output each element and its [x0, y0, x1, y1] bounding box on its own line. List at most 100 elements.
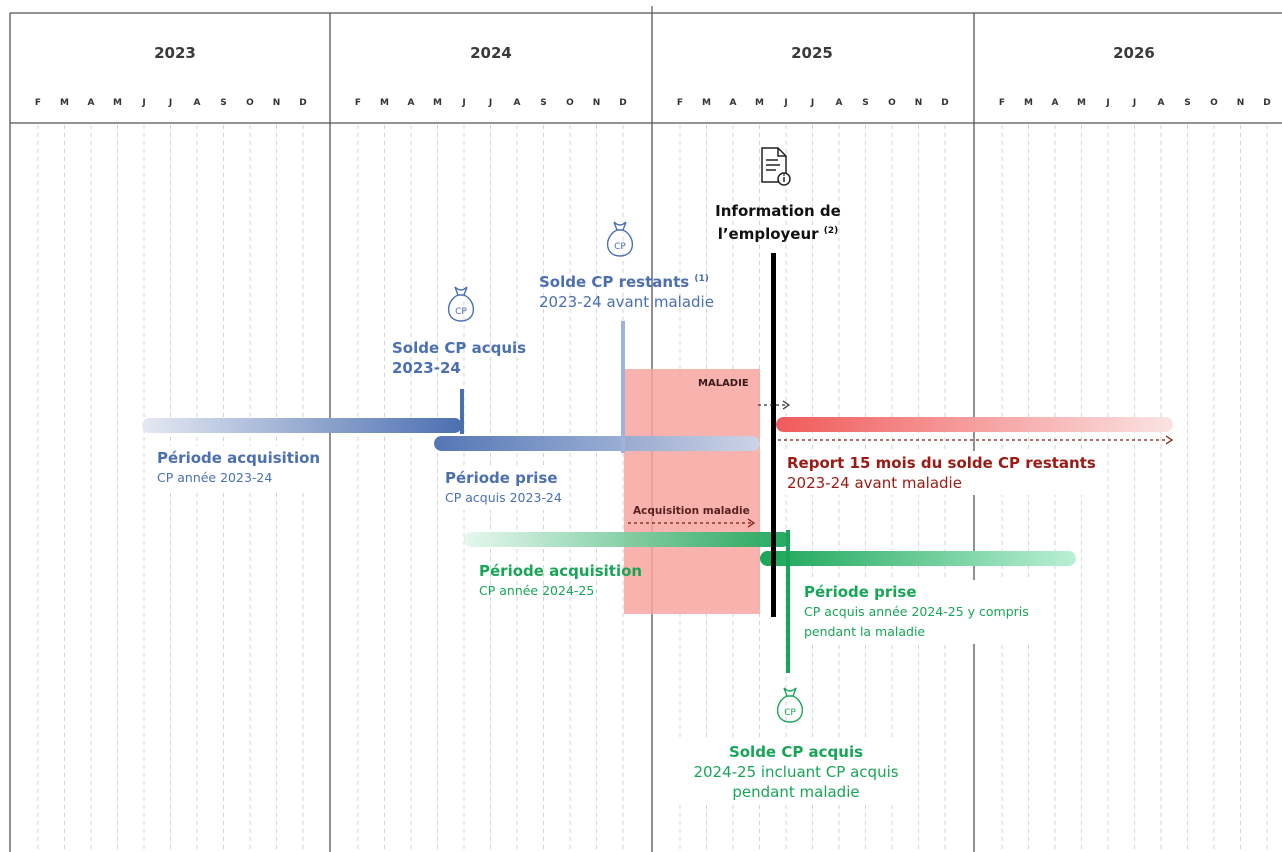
- cp-bag-icon: CP: [776, 687, 804, 723]
- title: Période acquisition: [157, 449, 321, 467]
- month-label: A: [193, 98, 201, 108]
- month-label: D: [619, 98, 627, 108]
- month-label: M: [702, 98, 711, 108]
- svg-text:CP: CP: [455, 307, 467, 317]
- subtitle: 2023-24 avant maladie: [787, 474, 962, 492]
- month-label: M: [755, 98, 764, 108]
- month-label: J: [462, 98, 466, 108]
- periode-prise-2023-24-bar: [434, 436, 760, 451]
- title: Solde CP acquis: [392, 339, 527, 357]
- month-label: J: [810, 98, 815, 108]
- month-label: A: [835, 98, 843, 108]
- title: Report 15 mois du solde CP restants: [787, 454, 1096, 472]
- subtitle: CP année 2023-24: [157, 470, 273, 485]
- year-2025: 2025: [791, 44, 833, 62]
- title: Solde CP acquis: [728, 743, 864, 761]
- month-label: N: [914, 98, 923, 108]
- month-label: O: [566, 98, 574, 108]
- month-label: J: [142, 98, 146, 108]
- month-label: M: [433, 98, 442, 108]
- svg-text:CP: CP: [614, 242, 626, 252]
- periode-prise-2024-25-label: Période prise CP acquis année 2024-25 y …: [798, 580, 1035, 644]
- month-label: A: [1157, 98, 1165, 108]
- info-line2: l’employeur: [717, 225, 819, 243]
- month-label: O: [1210, 98, 1218, 108]
- info-sup: (2): [823, 226, 839, 236]
- subtitle-line2: pendant la maladie: [804, 624, 926, 639]
- month-label: N: [1236, 98, 1245, 108]
- subtitle: 2023-24: [392, 359, 461, 377]
- cp-bag-icon: CP: [447, 286, 475, 322]
- marker-solde-restants: [621, 321, 625, 453]
- marker-information-employeur: [771, 253, 776, 617]
- title: Période prise: [445, 469, 558, 487]
- information-employeur-label: Information de l’employeur (2): [704, 201, 852, 244]
- subtitle-line2: pendant maladie: [732, 783, 860, 801]
- subtitle: CP année 2024-25: [479, 583, 595, 598]
- info-line1: Information de: [715, 202, 841, 220]
- month-label: N: [592, 98, 601, 108]
- month-label: M: [1077, 98, 1086, 108]
- title: Période prise: [804, 583, 917, 601]
- report-15-mois-label: Report 15 mois du solde CP restants 2023…: [781, 451, 1102, 495]
- title: Période acquisition: [479, 562, 643, 580]
- periode-acquisition-2023-24-bar: [142, 418, 462, 433]
- month-label: F: [998, 98, 1006, 108]
- month-label: S: [1184, 98, 1191, 108]
- month-label: O: [246, 98, 254, 108]
- acquisition-maladie-label: Acquisition maladie: [633, 505, 750, 517]
- month-label: J: [168, 98, 173, 108]
- year-2024: 2024: [470, 44, 512, 62]
- month-label: M: [1024, 98, 1033, 108]
- month-label: D: [299, 98, 307, 108]
- month-label: A: [1051, 98, 1059, 108]
- periode-acquisition-2023-24-label: Période acquisition CP année 2023-24: [151, 446, 327, 490]
- month-label: O: [888, 98, 896, 108]
- periode-prise-2024-25-bar: [760, 551, 1076, 566]
- maladie-period-block: [624, 369, 760, 614]
- month-label: N: [272, 98, 281, 108]
- month-label: J: [1132, 98, 1137, 108]
- month-label: M: [380, 98, 389, 108]
- month-label: J: [1106, 98, 1110, 108]
- svg-text:CP: CP: [784, 708, 796, 718]
- subtitle-line1: CP acquis année 2024-25 y compris: [804, 604, 1029, 619]
- month-label: J: [488, 98, 493, 108]
- subtitle-line1: 2024-25 incluant CP acquis: [693, 763, 899, 781]
- sup: (1): [694, 274, 709, 284]
- month-label: D: [941, 98, 949, 108]
- solde-cp-restants-label: Solde CP restants (1) 2023-24 avant mala…: [539, 269, 714, 312]
- month-label: F: [354, 98, 362, 108]
- month-label: S: [220, 98, 227, 108]
- month-label: F: [34, 98, 42, 108]
- month-label: A: [513, 98, 521, 108]
- year-2026: 2026: [1113, 44, 1155, 62]
- subtitle: 2023-24 avant maladie: [539, 293, 714, 311]
- solde-cp-acquis-2023-24-label: Solde CP acquis 2023-24: [392, 338, 526, 378]
- month-label: S: [540, 98, 547, 108]
- marker-solde-acquis-2024-25: [786, 530, 790, 673]
- month-label: A: [407, 98, 415, 108]
- month-label: J: [784, 98, 788, 108]
- periode-acquisition-2024-25-bar: [464, 532, 790, 547]
- month-label: M: [113, 98, 122, 108]
- periode-acquisition-2024-25-label: Période acquisition CP année 2024-25: [479, 561, 642, 601]
- subtitle: CP acquis 2023-24: [445, 490, 562, 505]
- solde-cp-acquis-2024-25-label: Solde CP acquis 2024-25 incluant CP acqu…: [676, 740, 916, 804]
- month-label: M: [60, 98, 69, 108]
- marker-solde-acquis-2023-24: [460, 389, 464, 434]
- cp-bag-icon: CP: [606, 221, 634, 257]
- month-label: S: [862, 98, 869, 108]
- periode-prise-2023-24-label: Période prise CP acquis 2023-24: [439, 466, 568, 510]
- report-15-mois-bar: [776, 417, 1173, 432]
- document-info-icon: [761, 147, 791, 186]
- year-2023: 2023: [154, 44, 196, 62]
- title: Solde CP restants: [539, 273, 690, 291]
- month-label: F: [676, 98, 684, 108]
- month-label: A: [87, 98, 95, 108]
- month-label: A: [729, 98, 737, 108]
- month-label: D: [1263, 98, 1271, 108]
- maladie-label: MALADIE: [698, 378, 749, 389]
